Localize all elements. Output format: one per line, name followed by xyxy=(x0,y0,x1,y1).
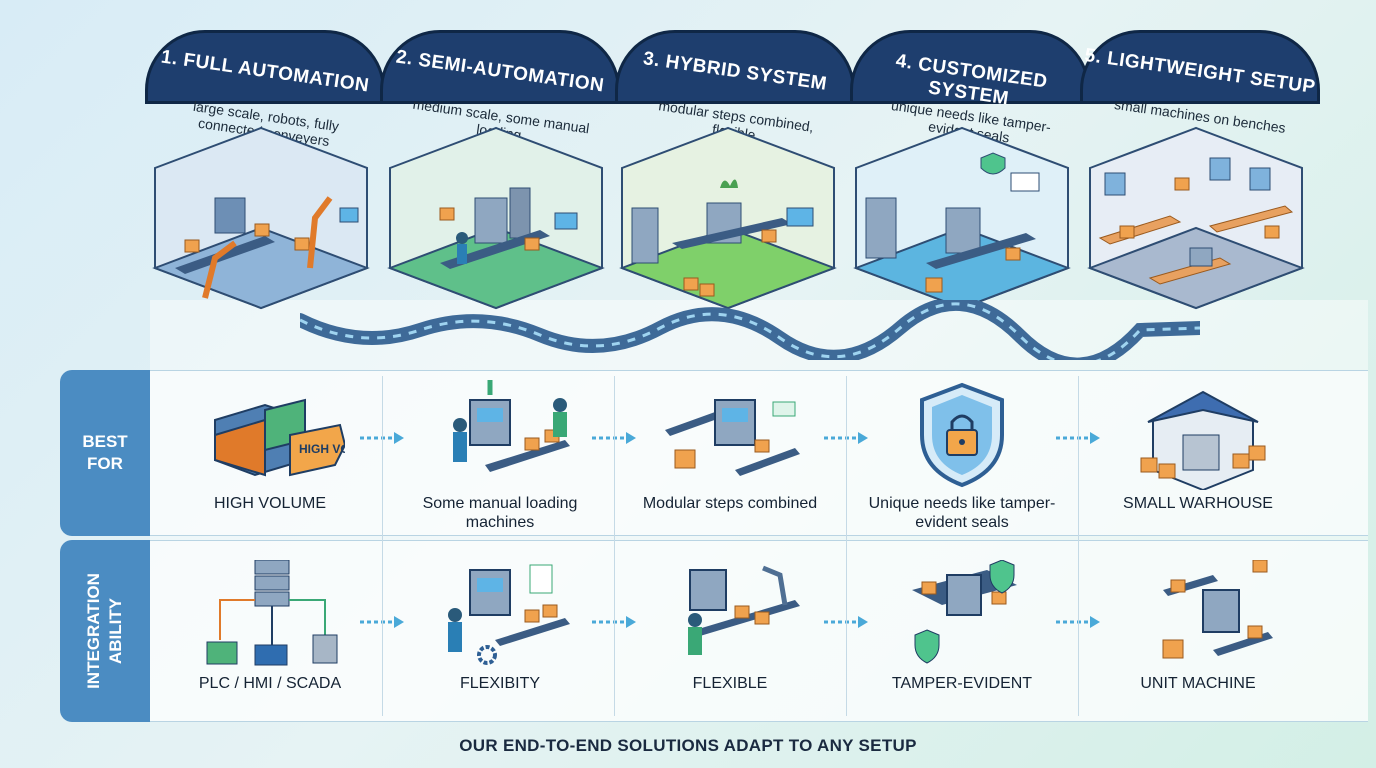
best-for-caption: SMALL WARHOUSE xyxy=(1123,495,1273,512)
integration-caption: FLEXIBITY xyxy=(459,675,541,692)
column-divider xyxy=(614,376,615,716)
machine-with-gear-icon xyxy=(448,564,570,665)
best-for-high-volume: HIGH VOLUME HIGH VOLUME xyxy=(160,380,380,513)
row-integration xyxy=(150,540,1368,722)
shield-check-icon xyxy=(912,560,1017,664)
unit-machine-icon xyxy=(1162,560,1273,659)
arrow-icon xyxy=(824,432,868,444)
banner-lightweight-setup: 5. Lightweight Setup xyxy=(1080,30,1320,104)
arrow-icon xyxy=(1056,432,1100,444)
best-for-caption: Unique needs like tamper-evident seals xyxy=(868,495,1056,531)
arrow-icon xyxy=(360,616,404,628)
best-for-manual-loading: Some manual loading machines xyxy=(390,380,610,532)
arrow-icon xyxy=(592,616,636,628)
room-customized-system xyxy=(846,118,1078,318)
high-volume-badge-text: HIGH VOLUME xyxy=(299,442,345,456)
arrow-icon xyxy=(360,432,404,444)
manual-loading-station-icon xyxy=(453,380,570,472)
best-for-modular-steps: Modular steps combined xyxy=(620,380,840,513)
arrow-icon xyxy=(824,616,868,628)
best-for-unique-needs: Unique needs like tamper-evident seals xyxy=(852,380,1072,532)
banner-hybrid-system: 3. Hybrid System xyxy=(615,30,855,104)
integration-plc-hmi-scada: PLC / HMI / SCADA xyxy=(160,560,380,693)
room-lightweight-setup xyxy=(1080,118,1312,318)
banner-title: 5. Lightweight Setup xyxy=(1083,44,1317,99)
integration-tamper-evident: TAMPER-EVIDENT xyxy=(852,560,1072,693)
flow-conveyor-line xyxy=(300,300,1200,360)
column-divider xyxy=(382,376,383,716)
modular-conveyor-icon xyxy=(665,399,800,476)
integration-unit-machine: UNIT MACHINE xyxy=(1088,560,1308,693)
integration-flexibity: FLEXIBITY xyxy=(390,560,610,693)
row-label-text: BEST FOR xyxy=(82,432,128,473)
column-divider xyxy=(1078,376,1079,716)
integration-caption: PLC / HMI / SCADA xyxy=(198,675,342,692)
server-network-icon xyxy=(206,560,338,666)
best-for-small-warehouse: SMALL WARHOUSE xyxy=(1088,380,1308,513)
column-divider xyxy=(846,376,847,716)
row-label-integration: INTEGRATION ABILITY xyxy=(60,540,150,722)
integration-caption: UNIT MACHINE xyxy=(1140,675,1256,692)
banner-full-automation: 1. Full Automation xyxy=(145,30,385,104)
robot-arm-line-icon xyxy=(688,565,800,655)
row-label-best-for: BEST FOR xyxy=(60,370,150,536)
room-full-automation xyxy=(145,118,377,318)
banner-semi-automation: 2. Semi-Automation xyxy=(380,30,620,104)
lock-shield-icon xyxy=(920,382,1004,488)
arrow-icon xyxy=(1056,616,1100,628)
room-semi-automation xyxy=(380,118,612,318)
warehouse-icon xyxy=(1140,390,1266,490)
best-for-caption: HIGH VOLUME xyxy=(213,495,326,512)
integration-flexible: FLEXIBLE xyxy=(620,560,840,693)
banner-title: 1. Full Automation xyxy=(159,46,371,97)
arrow-icon xyxy=(592,432,636,444)
row-label-text: INTEGRATION ABILITY xyxy=(84,573,126,689)
integration-caption: FLEXIBLE xyxy=(692,675,768,692)
banner-customized-system: 4. Customized System xyxy=(850,30,1090,109)
room-hybrid-system xyxy=(612,118,844,318)
stage-banners: 1. Full Automation 2. Semi-Automation 3.… xyxy=(140,30,1320,149)
integration-caption: TAMPER-EVIDENT xyxy=(891,675,1033,692)
best-for-caption: Some manual loading machines xyxy=(422,495,578,531)
banner-title: 2. Semi-Automation xyxy=(394,46,606,97)
shipping-containers-icon: HIGH VOLUME xyxy=(214,398,345,477)
best-for-caption: Modular steps combined xyxy=(642,495,818,512)
footer-tagline: OUR END-TO-END SOLUTIONS ADAPT TO ANY SE… xyxy=(459,736,917,755)
banner-title: 3. Hybrid System xyxy=(641,48,829,95)
